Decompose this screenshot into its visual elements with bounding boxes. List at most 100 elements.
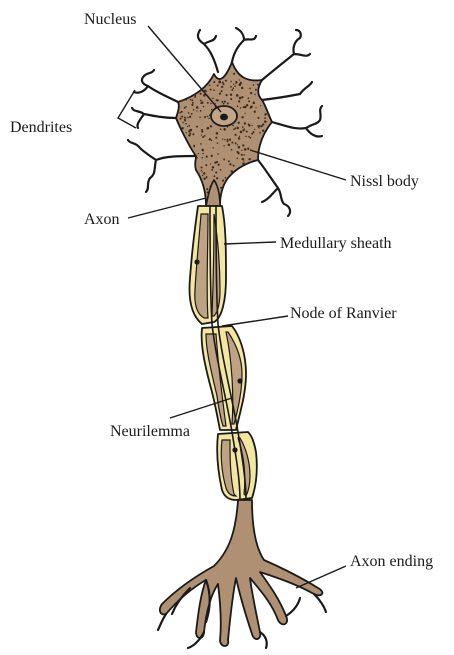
nissl-dot [243,128,245,130]
nissl-dot [249,88,251,90]
nissl-dot [253,160,254,161]
nissl-dot [201,170,202,171]
nissl-dot [267,114,270,117]
nissl-dot [221,86,223,88]
nissl-dot [228,143,231,146]
nissl-dot [241,87,243,89]
nissl-dot [201,131,203,133]
nissl-dot [190,129,191,130]
nissl-dot [184,117,186,119]
nissl-dot [220,187,222,189]
nissl-dot [211,169,213,171]
nissl-dot [207,102,209,104]
nissl-dot [184,107,186,109]
nissl-dot [248,124,250,126]
nissl-dot [246,104,248,106]
nissl-dot [260,105,261,106]
nissl-dot [212,147,213,148]
nissl-dot [196,106,199,109]
nissl-dot [238,100,240,102]
nissl-dot [217,84,219,86]
nissl-dot [231,142,233,144]
nissl-dot [248,136,250,138]
label-axon-ending: Axon ending [350,553,433,570]
nissl-dot [234,127,236,129]
nissl-dot [215,137,217,139]
nissl-dot [210,103,212,105]
nissl-dot [239,79,240,80]
nissl-dot [238,122,240,124]
nissl-dot [201,129,203,131]
nucleolus-shape [220,114,228,121]
nissl-dot [202,136,204,138]
nissl-dot [209,84,211,86]
nissl-dot [232,125,234,127]
nissl-dot [239,97,242,100]
nissl-dot [191,99,193,101]
nissl-dot [245,113,246,114]
nissl-dot [192,102,194,104]
nissl-dot [246,131,248,133]
nissl-dot [206,156,208,158]
nissl-dot [233,84,234,85]
nissl-dot [237,127,239,129]
nissl-dot [231,89,233,91]
nissl-dot [254,94,255,95]
nissl-dot [212,98,214,100]
nissl-dot [201,166,203,168]
nissl-dot [223,145,224,146]
nissl-dot [233,73,235,75]
nissl-dot [185,106,186,107]
nissl-dot [182,122,183,123]
nissl-dot [247,148,249,150]
nissl-dot [259,132,261,134]
nissl-dot [248,100,250,102]
nissl-dot [231,170,233,172]
nissl-dot [250,106,252,108]
nissl-dot [222,138,223,139]
nissl-dot [211,109,212,110]
nissl-dot [186,99,187,100]
nissl-dot [220,129,222,131]
nissl-dot [264,113,266,115]
nissl-dot [209,138,211,140]
nissl-dot [245,136,247,138]
nissl-dot [231,149,233,151]
nissl-dot [184,120,186,122]
nissl-dot [225,80,227,82]
nissl-dot [200,100,202,102]
nissl-dot [255,89,257,91]
nissl-dot [200,110,202,112]
axon-terminal [160,500,322,646]
label-node-of-ranvier: Node of Ranvier [290,305,397,322]
nissl-dot [236,151,238,153]
nissl-dot [205,164,207,166]
nissl-dot [214,161,216,163]
nissl-dot [182,127,184,129]
nissl-dot [194,94,196,96]
nissl-dot [202,153,203,154]
nissl-dot [188,112,190,114]
nissl-dot [229,138,231,140]
nissl-dot [220,169,222,171]
nissl-dot [244,106,247,109]
nissl-dot [254,129,255,130]
nissl-dot [238,146,241,149]
nissl-dot [223,179,224,180]
nissl-dot [190,99,191,100]
nissl-dot [202,102,203,103]
nissl-dot [229,163,231,165]
nissl-dot [242,126,244,128]
nissl-dot [216,132,219,135]
label-medullary-sheath: Medullary sheath [280,235,392,252]
nissl-dot [197,173,199,175]
nissl-dot [196,110,197,111]
nissl-dot [216,100,218,102]
nissl-dot [213,175,215,177]
nissl-dot [187,126,188,127]
nissl-dot [202,175,204,177]
nissl-dot [210,89,212,91]
nissl-dot [191,104,193,106]
nissl-dot [203,94,206,97]
